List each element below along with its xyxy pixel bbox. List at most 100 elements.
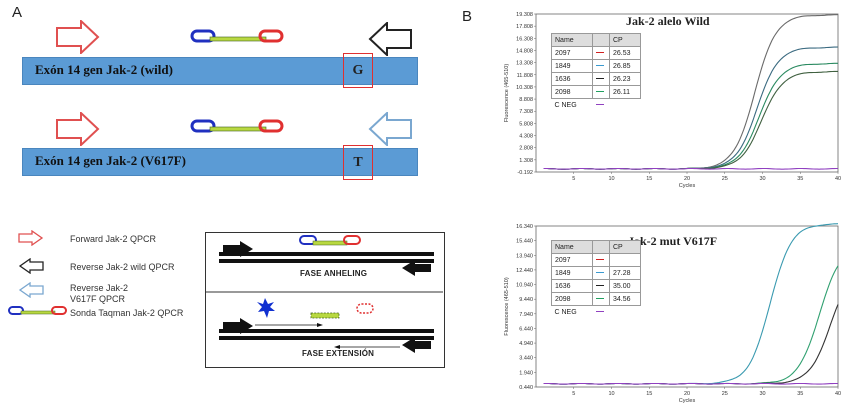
y-tick-label: 5.808 xyxy=(519,121,533,127)
y-tick-label: 16.340 xyxy=(516,224,533,230)
y-tick-label: 17.808 xyxy=(516,24,533,30)
phase-extension-label: FASE EXTENSIÓN xyxy=(302,349,375,358)
sample-cp: 34.56 xyxy=(609,292,641,306)
x-tick-label: 20 xyxy=(684,391,690,397)
y-tick-label: 1.940 xyxy=(519,370,533,376)
sample-line-swatch xyxy=(596,78,604,80)
x-tick-label: 25 xyxy=(722,391,728,397)
x-tick-label: 35 xyxy=(797,176,803,182)
legend-forward-arrow-icon xyxy=(18,230,44,246)
sample-cp: 26.23 xyxy=(609,72,641,86)
x-tick-label: 30 xyxy=(759,391,765,397)
amplification-curve xyxy=(543,167,838,170)
y-axis-label: Fluorescence (465-510) xyxy=(504,64,510,123)
table-row: C NEG xyxy=(552,306,641,319)
x-tick-label: 5 xyxy=(572,391,575,397)
reverse-v617f-primer-arrow xyxy=(368,112,412,146)
sample-line-swatch xyxy=(595,104,604,106)
reverse-wild-primer-arrow xyxy=(368,22,412,56)
y-tick-label: 10.308 xyxy=(516,85,533,91)
table-header-name: Name xyxy=(551,33,593,47)
x-tick-label: 35 xyxy=(797,391,803,397)
forward-primer-arrow xyxy=(56,20,100,54)
taqman-probe-2 xyxy=(190,119,284,133)
x-axis-label: Cycles xyxy=(679,183,696,189)
y-tick-label: 3.440 xyxy=(519,356,533,362)
table-header-cp: CP xyxy=(609,240,641,254)
x-tick-label: 25 xyxy=(722,176,728,182)
y-tick-label: 13.308 xyxy=(516,61,533,67)
sample-line-swatch xyxy=(596,259,604,261)
table-header-name: Name xyxy=(551,240,593,254)
sample-name: 2097 xyxy=(551,253,593,267)
sample-name: C NEG xyxy=(554,308,577,316)
sample-name: C NEG xyxy=(554,101,577,109)
y-tick-label: 19.308 xyxy=(516,12,533,18)
legend-reverse-wild-text: Reverse Jak-2 wild QPCR xyxy=(70,262,175,272)
panel-b-label: B xyxy=(462,8,473,25)
x-tick-label: 15 xyxy=(646,176,652,182)
y-tick-label: -0.192 xyxy=(517,170,533,176)
sample-cp: 27.28 xyxy=(609,266,641,280)
legend-reverse-v617f-arrow-icon xyxy=(18,282,44,298)
gene-bar-wild xyxy=(22,57,418,85)
sample-name: 1849 xyxy=(551,59,593,73)
sample-cp: 26.11 xyxy=(609,85,641,99)
x-tick-label: 10 xyxy=(608,391,614,397)
table-row: 2097 xyxy=(551,253,641,267)
y-tick-label: 9.440 xyxy=(519,297,533,303)
base-t: T xyxy=(353,154,363,170)
legend-forward-text: Forward Jak-2 QPCR xyxy=(70,234,157,244)
table-header-cp: CP xyxy=(609,33,641,47)
chart-wild-title: Jak-2 alelo Wild xyxy=(626,14,710,28)
amplification-curve xyxy=(543,382,838,385)
table-row: 1849 26.85 xyxy=(551,59,641,73)
y-axis-label: Fluorescence (465-510) xyxy=(504,277,510,336)
y-tick-label: 13.940 xyxy=(516,253,533,259)
sample-name: 1636 xyxy=(551,72,593,86)
y-tick-label: 4.308 xyxy=(519,134,533,140)
y-tick-label: 15.440 xyxy=(516,239,533,245)
y-tick-label: 4.940 xyxy=(519,341,533,347)
gene-label-v617f: Exón 14 gen Jak-2 (V617F) xyxy=(35,153,186,168)
x-tick-label: 15 xyxy=(646,391,652,397)
sample-name: 2098 xyxy=(551,292,593,306)
sample-cp: 26.53 xyxy=(609,46,641,60)
taqman-probe xyxy=(190,29,284,43)
x-tick-label: 5 xyxy=(572,176,575,182)
sample-line-swatch xyxy=(596,298,604,300)
sample-line-swatch xyxy=(596,285,604,287)
y-tick-label: 10.940 xyxy=(516,283,533,289)
chart-v617f-title: Jak-2 mut V617F xyxy=(628,234,718,248)
y-tick-label: 11.808 xyxy=(517,73,533,79)
base-box-t: T xyxy=(343,145,373,180)
y-tick-label: 16.308 xyxy=(516,36,533,42)
sample-cp: 26.85 xyxy=(609,59,641,73)
sample-line-swatch xyxy=(596,65,604,67)
gene-label-wild: Exón 14 gen Jak-2 (wild) xyxy=(35,62,173,77)
gene-bar-v617f xyxy=(22,148,418,176)
table-row: 2098 34.56 xyxy=(551,292,641,306)
sample-line-swatch xyxy=(596,91,604,93)
legend-probe-icon xyxy=(8,306,67,315)
sample-cp xyxy=(609,253,641,267)
x-tick-label: 20 xyxy=(684,176,690,182)
y-tick-label: 7.940 xyxy=(519,312,533,318)
table-row: 1636 26.23 xyxy=(551,72,641,86)
x-tick-label: 40 xyxy=(835,391,841,397)
y-tick-label: 1.308 xyxy=(519,158,533,164)
legend-reverse-v617f-text: Reverse Jak-2 V617F QPCR xyxy=(70,283,129,304)
legend-probe-text: Sonda Taqman Jak-2 QPCR xyxy=(70,308,184,318)
x-tick-label: 10 xyxy=(608,176,614,182)
legend-reverse-wild-arrow-icon xyxy=(18,258,44,274)
x-tick-label: 30 xyxy=(759,176,765,182)
y-tick-label: 7.308 xyxy=(519,109,533,115)
